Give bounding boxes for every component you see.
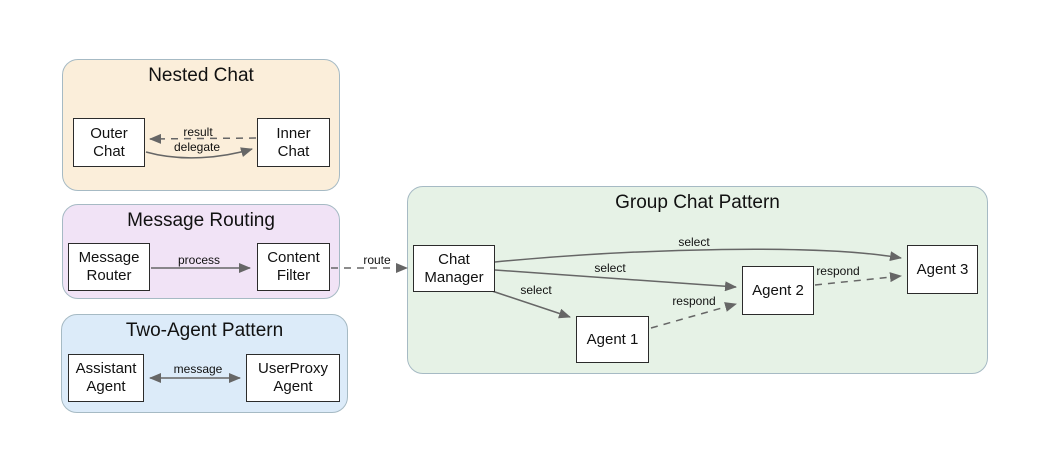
edge-label-respond-1-2: respond xyxy=(672,294,716,308)
edge-label-route: route xyxy=(363,253,391,267)
node-assistant-agent: Assistant Agent xyxy=(68,354,144,402)
edge-label-respond-2-3: respond xyxy=(816,264,860,278)
node-message-router: Message Router xyxy=(68,243,150,291)
edge-label-delegate: delegate xyxy=(173,140,221,154)
edge-label-select-agent1: select xyxy=(520,283,552,297)
node-agent-3: Agent 3 xyxy=(907,245,978,294)
cluster-title-nested-chat: Nested Chat xyxy=(148,65,254,86)
cluster-title-group-chat-pattern: Group Chat Pattern xyxy=(615,192,780,213)
node-agent-1: Agent 1 xyxy=(576,316,649,363)
cluster-title-message-routing: Message Routing xyxy=(127,210,275,231)
cluster-title-two-agent-pattern: Two-Agent Pattern xyxy=(125,320,284,341)
edge-label-select-agent3: select xyxy=(678,235,710,249)
node-userproxy-agent: UserProxy Agent xyxy=(246,354,340,402)
edge-label-message: message xyxy=(173,362,223,376)
edge-label-select-agent2: select xyxy=(594,261,626,275)
node-outer-chat: Outer Chat xyxy=(73,118,145,167)
node-content-filter: Content Filter xyxy=(257,243,330,291)
node-agent-2: Agent 2 xyxy=(742,266,814,315)
node-inner-chat: Inner Chat xyxy=(257,118,330,167)
edge-label-process: process xyxy=(177,253,221,267)
node-chat-manager: Chat Manager xyxy=(413,245,495,292)
edge-label-result: result xyxy=(183,125,213,139)
